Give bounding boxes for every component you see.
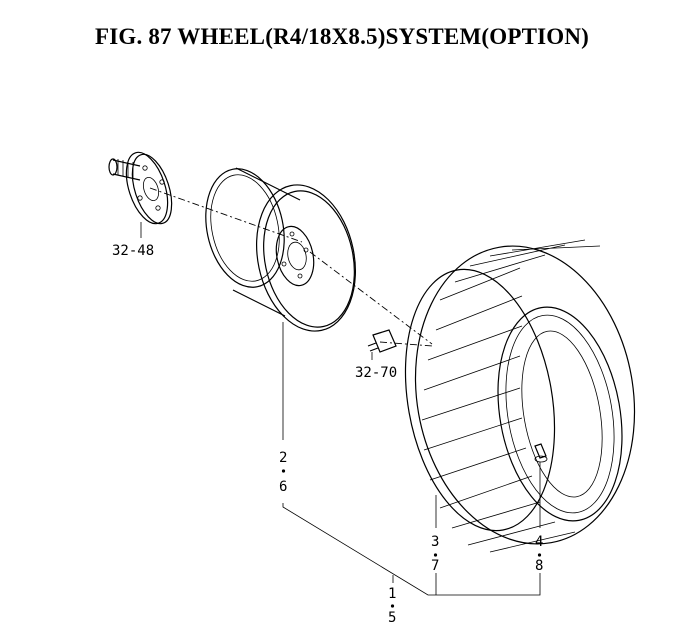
bolt	[367, 329, 397, 360]
figure-title: FIG. 87 WHEEL(R4/18X8.5)SYSTEM(OPTION)	[94, 24, 590, 49]
callout-assembly-top: 1	[388, 586, 396, 602]
hub	[108, 151, 173, 238]
tire	[404, 239, 636, 553]
axis-lines	[149, 187, 433, 347]
callout-labels: 32-48 32-70 2 6 3 7 4 8 1 5	[112, 243, 543, 626]
callout-tire-top: 3	[431, 534, 439, 550]
callout-bolt: 32-70	[355, 365, 397, 381]
callout-rim-bottom: 6	[279, 479, 287, 495]
callout-assembly-bottom: 5	[388, 610, 396, 626]
callout-valve-bottom: 8	[535, 558, 543, 574]
callout-rim-top: 2	[279, 450, 287, 466]
assembly-leaders	[282, 503, 541, 596]
rim	[205, 167, 357, 440]
callout-dot	[390, 604, 395, 608]
valve	[534, 443, 548, 528]
callout-valve-top: 4	[535, 534, 543, 550]
callout-hub: 32-48	[112, 243, 154, 259]
callout-dot	[433, 553, 438, 557]
callout-tire-bottom: 7	[431, 558, 439, 574]
callout-dot	[537, 553, 542, 557]
callout-dot	[281, 469, 286, 473]
